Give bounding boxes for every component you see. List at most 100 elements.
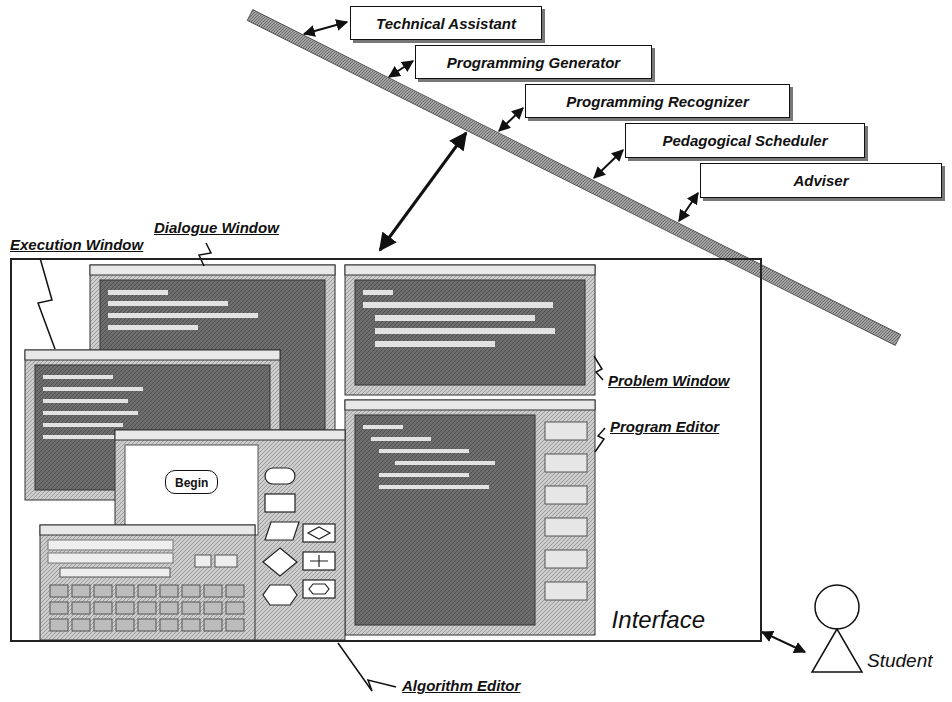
- execution-window-picture: [25, 350, 280, 360]
- window-label: Algorithm Editor: [400, 677, 522, 694]
- window-label: Dialogue Window: [152, 219, 281, 236]
- leader-line: [38, 258, 55, 349]
- leader-line: [595, 428, 605, 452]
- input-dialog-picture: [40, 525, 255, 640]
- algorithm-editor-picture: [309, 584, 329, 594]
- problem-window-picture: [375, 328, 555, 334]
- bus-arrows: [389, 61, 413, 77]
- bus-arrows: [499, 108, 523, 131]
- bus-arrows: [594, 150, 623, 178]
- node-text: Pedagogical Scheduler: [662, 132, 827, 149]
- bus-arrows: [380, 133, 466, 250]
- dialogue-window-picture: [108, 325, 198, 330]
- input-dialog-picture: [204, 585, 222, 597]
- program-editor-picture: [379, 449, 469, 453]
- program-editor-picture: [545, 518, 587, 536]
- algorithm-editor-picture: [263, 585, 297, 605]
- input-dialog-picture: [50, 619, 68, 631]
- bus-arrows: [304, 22, 347, 34]
- program-editor-picture: [379, 473, 469, 477]
- double-arrow: [762, 632, 805, 652]
- program-editor-picture: [355, 415, 535, 625]
- input-dialog-picture: [226, 602, 244, 614]
- input-dialog-picture: [182, 585, 200, 597]
- node-text: Programming Recognizer: [566, 93, 749, 110]
- dialogue-window-picture: [108, 301, 228, 306]
- node-text: Student: [867, 650, 933, 672]
- input-dialog-picture: [40, 525, 255, 535]
- input-dialog-picture: [40, 525, 255, 640]
- program-editor-picture: [545, 582, 587, 600]
- execution-window-picture: [43, 387, 143, 391]
- program-editor-picture: [545, 454, 587, 472]
- input-dialog-picture: [226, 619, 244, 631]
- component-box: Pedagogical Scheduler: [625, 123, 865, 158]
- input-dialog-picture: [160, 619, 178, 631]
- input-dialog-picture: [195, 555, 211, 567]
- problem-window-picture: [363, 290, 393, 295]
- program-editor-picture: [345, 400, 595, 635]
- input-dialog-picture: [48, 553, 173, 563]
- program-editor-picture: [345, 400, 595, 635]
- input-dialog-picture: [116, 602, 134, 614]
- input-dialog-picture: [160, 602, 178, 614]
- algorithm-editor-picture: [308, 527, 330, 539]
- input-dialog-picture: [116, 585, 134, 597]
- program-editor-picture: [379, 485, 489, 489]
- program-editor-picture: [545, 422, 587, 440]
- algorithm-editor-picture: [310, 555, 328, 567]
- window-label: Problem Window: [606, 372, 732, 389]
- input-dialog-picture: [50, 585, 244, 631]
- input-dialog-picture: [94, 619, 112, 631]
- program-editor-picture: [395, 461, 495, 465]
- terminal-symbol: Begin: [165, 470, 218, 494]
- component-box: Technical Assistant: [350, 6, 542, 40]
- algorithm-editor-picture: [263, 468, 335, 605]
- node-text: Adviser: [793, 172, 848, 189]
- component-box: Programming Recognizer: [525, 84, 790, 118]
- student-body: [812, 629, 862, 672]
- program-editor-picture: [345, 400, 595, 410]
- input-dialog-picture: [204, 619, 222, 631]
- dialogue-window-picture: [108, 290, 168, 295]
- problem-window-picture: [355, 280, 585, 385]
- execution-window-picture: [43, 423, 123, 427]
- algorithm-editor-picture: [115, 430, 345, 440]
- algorithm-editor-picture: [303, 524, 335, 542]
- program-editor-picture: [545, 550, 587, 568]
- problem-window-picture: [345, 265, 595, 395]
- input-dialog-picture: [72, 602, 90, 614]
- algorithm-editor-picture: [265, 468, 295, 484]
- algorithm-editor-picture: [265, 494, 295, 512]
- input-dialog-picture: [60, 568, 170, 577]
- input-dialog-picture: [138, 619, 156, 631]
- program-editor-picture: [371, 437, 431, 441]
- input-dialog-picture: [138, 585, 156, 597]
- execution-window-picture: [43, 399, 128, 403]
- leader-line: [594, 356, 603, 380]
- algorithm-editor-picture: [303, 552, 335, 570]
- student-head: [815, 585, 859, 629]
- execution-window-picture: [43, 375, 113, 379]
- component-box: Programming Generator: [415, 45, 652, 79]
- input-dialog-picture: [226, 585, 244, 597]
- input-dialog-picture: [94, 585, 112, 597]
- leader-line: [338, 643, 396, 691]
- node-text: Technical Assistant: [376, 15, 516, 32]
- algorithm-editor-picture: [265, 522, 299, 540]
- input-dialog-picture: [72, 619, 90, 631]
- bus-arrows: [679, 193, 698, 221]
- program-editor-picture: [545, 486, 587, 504]
- node-text: Begin: [175, 476, 208, 490]
- input-dialog-picture: [50, 602, 68, 614]
- dialogue-window-picture: [90, 265, 335, 275]
- window-label: Program Editor: [608, 418, 721, 435]
- execution-window-picture: [43, 411, 138, 415]
- algorithm-editor-picture: [303, 580, 335, 598]
- input-dialog-picture: [94, 602, 112, 614]
- input-dialog-picture: [50, 585, 68, 597]
- algorithm-editor-picture: [263, 548, 297, 576]
- problem-window-picture: [375, 341, 495, 347]
